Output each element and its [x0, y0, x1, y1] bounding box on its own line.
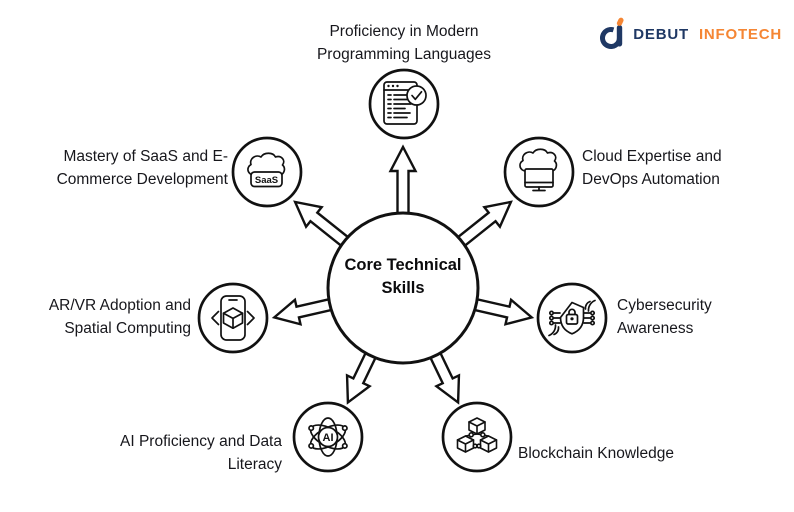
label-line: Blockchain Knowledge	[518, 445, 674, 462]
label-line: AI Proficiency and Data	[120, 433, 282, 450]
label-line: Cloud Expertise and	[582, 148, 722, 165]
label-line: Awareness	[617, 319, 694, 337]
center-title-line: Core Technical	[344, 256, 462, 274]
label-line: Spatial Computing	[64, 319, 191, 337]
label-line: Proficiency in Modern	[329, 23, 479, 40]
code-checklist-icon	[368, 68, 440, 140]
saas-cloud-icon: SaaS	[231, 136, 303, 208]
ai-atom-icon: AI	[292, 401, 364, 473]
brand-name-primary: DEBUT	[633, 25, 689, 43]
center-title-line: Skills	[381, 279, 425, 297]
ai-icon-label: AI	[323, 432, 334, 444]
label-ar-vr: AR/VR Adoption and Spatial Computing	[6, 295, 191, 340]
shield-lock-icon	[536, 282, 608, 354]
saas-icon-label: SaaS	[255, 175, 278, 186]
label-line: Cybersecurity	[617, 297, 712, 314]
label-line: AR/VR Adoption and	[48, 297, 191, 314]
label-blockchain: Blockchain Knowledge	[518, 443, 768, 466]
label-cybersecurity: Cybersecurity Awareness	[617, 295, 787, 340]
label-ai: AI Proficiency and Data Literacy	[57, 431, 282, 476]
center-title: Core Technical Skills	[303, 254, 503, 300]
label-line: Programming Languages	[316, 45, 492, 63]
label-line: Mastery of SaaS and E-	[63, 148, 228, 165]
label-programming: Proficiency in Modern Programming Langua…	[254, 21, 554, 66]
label-saas: Mastery of SaaS and E- Commerce Developm…	[0, 146, 228, 191]
phone-ar-cube-icon	[197, 282, 269, 354]
debut-infotech-logo: DEBUT INFOTECH	[600, 17, 782, 51]
center-circle	[326, 211, 480, 365]
blockchain-cubes-icon	[441, 401, 513, 473]
label-line: DevOps Automation	[582, 170, 720, 188]
label-cloud-devops: Cloud Expertise and DevOps Automation	[582, 146, 787, 191]
cloud-computer-icon	[503, 136, 575, 208]
label-line: Literacy	[227, 455, 282, 473]
label-line: Commerce Development	[56, 170, 228, 188]
debut-d-logo-icon	[600, 17, 624, 49]
brand-name-secondary: INFOTECH	[698, 25, 782, 43]
